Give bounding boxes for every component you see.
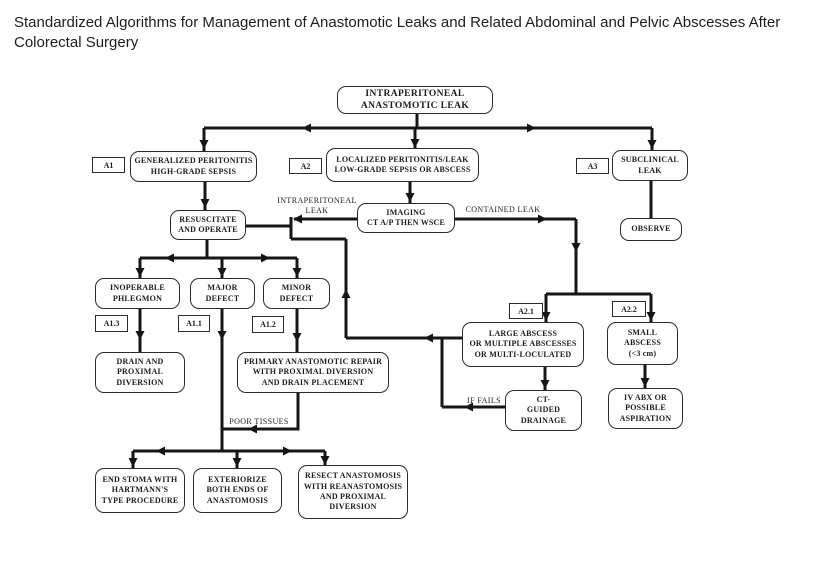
node-line: DRAIN AND: [116, 356, 164, 366]
node-line: LOW-GRADE SEPSIS OR ABSCESS: [334, 165, 471, 174]
node-line: MAJOR: [207, 283, 238, 293]
node-primary-anastomotic-repair: PRIMARY ANASTOMOTIC REPAIR WITH PROXIMAL…: [237, 352, 389, 393]
node-line: LEAK: [638, 165, 662, 175]
node-line: DIVERSION: [116, 377, 164, 387]
node-line: CT-: [536, 394, 551, 404]
tag-a1-3: A1.3: [95, 315, 128, 332]
node-line: INOPERABLE: [110, 283, 165, 293]
node-line: MINOR: [281, 283, 312, 293]
tag-a3: A3: [576, 158, 609, 174]
node-observe: OBSERVE: [620, 218, 682, 241]
node-line: END STOMA WITH: [102, 474, 178, 484]
node-exteriorize-both-ends: EXTERIORIZE BOTH ENDS OF ANASTOMOSIS: [193, 468, 282, 513]
node-imaging: IMAGING CT A/P THEN WSCE: [357, 203, 455, 233]
node-line: GENERALIZED PERITONITIS: [134, 156, 253, 166]
page-title: Standardized Algorithms for Management o…: [14, 14, 781, 52]
node-line: TYPE PROCEDURE: [101, 495, 179, 505]
node-line: AND OPERATE: [178, 225, 238, 234]
node-line: ANASTOMOTIC LEAK: [360, 101, 470, 111]
node-line: WITH PROXIMAL DIVERSION: [252, 367, 374, 377]
node-ct-guided-drainage: CT- GUIDED DRAINAGE: [505, 390, 582, 431]
node-line: IMAGING: [386, 207, 426, 217]
tag-a1: A1: [92, 157, 125, 173]
node-line: RESUSCITATE: [179, 214, 237, 224]
node-line: DEFECT: [205, 293, 240, 303]
node-localized-peritonitis: LOCALIZED PERITONITIS/LEAK LOW-GRADE SEP…: [326, 148, 479, 182]
node-intraperitoneal-anastomotic-leak: INTRAPERITONEAL ANASTOMOTIC LEAK: [337, 86, 493, 114]
node-line: HARTMANN'S: [111, 485, 169, 495]
edge-label-line: LEAK: [305, 205, 329, 215]
node-line: PRIMARY ANASTOMOTIC REPAIR: [243, 356, 383, 366]
node-line: WITH REANASTOMOSIS: [303, 481, 403, 491]
node-resect-anastomosis: RESECT ANASTOMOSIS WITH REANASTOMOSIS AN…: [298, 465, 408, 519]
node-small-abscess: SMALL ABSCESS (<3 cm): [607, 322, 678, 365]
node-line: DEFECT: [279, 293, 314, 303]
node-line: PROXIMAL: [116, 367, 164, 377]
node-line: SUBCLINICAL: [621, 155, 679, 165]
tag-a2-1: A2.1: [509, 303, 543, 319]
arrowheads: [128, 123, 657, 467]
edge-label-intraperitoneal-leak: INTRAPERITONEAL LEAK: [272, 196, 362, 215]
tag-a2-2: A2.2: [612, 301, 646, 317]
node-line: LOCALIZED PERITONITIS/LEAK: [336, 154, 469, 164]
node-line: AND DRAIN PLACEMENT: [261, 377, 365, 387]
node-inoperable-phlegmon: INOPERABLE PHLEGMON: [95, 278, 180, 309]
node-line: AND PROXIMAL: [319, 492, 387, 501]
node-minor-defect: MINOR DEFECT: [263, 278, 330, 309]
node-line: RESECT ANASTOMOSIS: [304, 471, 401, 481]
node-line: INTRAPERITONEAL: [365, 88, 465, 99]
node-line: ASPIRATION: [619, 413, 672, 423]
node-line: OBSERVE: [631, 224, 671, 234]
node-line: GUIDED: [526, 405, 561, 415]
node-line: PHLEGMON: [112, 293, 163, 303]
node-end-stoma-hartmanns: END STOMA WITH HARTMANN'S TYPE PROCEDURE: [95, 468, 185, 513]
node-resuscitate-operate: RESUSCITATE AND OPERATE: [170, 210, 246, 240]
node-line: EXTERIORIZE: [208, 474, 267, 484]
node-line: POSSIBLE: [625, 403, 666, 413]
node-line: BOTH ENDS OF: [206, 485, 269, 495]
node-line: SMALL: [627, 327, 658, 337]
node-line: IV ABX OR: [624, 392, 667, 402]
tag-a1-1: A1.1: [178, 315, 210, 332]
node-line: CT A/P THEN WSCE: [366, 218, 446, 227]
node-line: LARGE ABSCESS: [488, 328, 558, 338]
node-iv-abx-aspiration: IV ABX OR POSSIBLE ASPIRATION: [608, 388, 683, 429]
node-major-defect: MAJOR DEFECT: [190, 278, 255, 309]
node-line: DRAINAGE: [520, 415, 567, 425]
node-subclinical-leak: SUBCLINICAL LEAK: [612, 150, 688, 181]
node-line: ANASTOMOSIS: [206, 495, 269, 505]
node-large-abscess: LARGE ABSCESS OR MULTIPLE ABSCESSES OR M…: [462, 322, 584, 367]
node-line: (<3 cm): [628, 348, 657, 358]
node-line: OR MULTI-LOCULATED: [474, 349, 572, 359]
node-drain-proximal-diversion: DRAIN AND PROXIMAL DIVERSION: [95, 352, 185, 393]
tag-a2: A2: [289, 158, 322, 174]
tag-a1-2: A1.2: [252, 316, 284, 333]
node-generalized-peritonitis: GENERALIZED PERITONITIS HIGH-GRADE SEPSI…: [130, 151, 257, 182]
node-line: HIGH-GRADE SEPSIS: [150, 166, 237, 176]
node-line: ABSCESS: [624, 338, 661, 348]
edge-label-if-fails: IF FAILS: [467, 396, 501, 405]
node-line: DIVERSION: [329, 502, 377, 512]
edge-label-contained-leak: CONTAINED LEAK: [465, 205, 541, 214]
edge-label-poor-tissues: POOR TISSUES: [229, 417, 289, 426]
node-line: OR MULTIPLE ABSCESSES: [469, 339, 577, 349]
edge-label-line: INTRAPERITONEAL: [277, 196, 357, 205]
